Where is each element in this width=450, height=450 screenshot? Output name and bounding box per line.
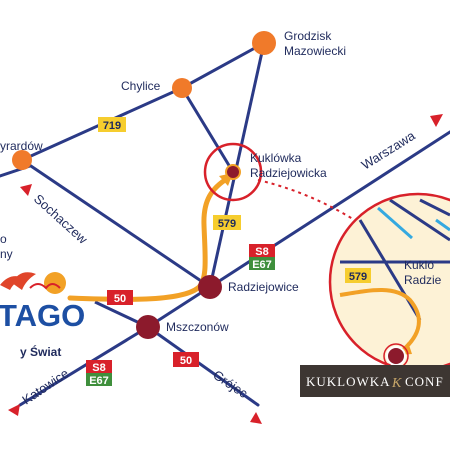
inset-town-line1: Kukló bbox=[404, 258, 434, 272]
palm-leaves-icon bbox=[0, 272, 36, 290]
inset-town-line2: Radzie bbox=[404, 273, 442, 287]
katowice-arrow-icon bbox=[8, 404, 20, 416]
wave-icon bbox=[29, 283, 61, 290]
road-chylice-kuklowka bbox=[180, 86, 235, 174]
kuklowka-marker bbox=[225, 164, 241, 180]
road-719-badge bbox=[98, 117, 126, 132]
sun-icon bbox=[44, 272, 66, 294]
road-579-badge bbox=[213, 215, 241, 230]
e67-top-badge bbox=[249, 257, 275, 270]
grodzisk-label-line2: Mazowiecki bbox=[284, 44, 346, 58]
inset-road-badge bbox=[345, 268, 371, 283]
road-mszczonow-grojec bbox=[146, 325, 260, 407]
town-markers bbox=[12, 31, 276, 339]
kuklowka-label-line1: Kuklówka bbox=[250, 151, 302, 165]
road-579-label: 579 bbox=[218, 218, 236, 230]
logo-side-fragment-1: o bbox=[0, 232, 7, 246]
road-719-label: 719 bbox=[103, 120, 121, 132]
road-grodzisk-radziejowice bbox=[208, 41, 266, 289]
mszczonow-label: Mszczonów bbox=[166, 320, 229, 334]
venue-banner-background bbox=[300, 365, 450, 397]
venue-banner-text-left: KUKLOWKA bbox=[306, 374, 391, 389]
warszawa-direction-label: Warszawa bbox=[359, 128, 419, 173]
road-chylice-grodzisk bbox=[180, 41, 266, 90]
inset-road-badge-label: 579 bbox=[349, 271, 367, 283]
road-zyrardow-radziejowice bbox=[20, 158, 212, 289]
s8-bottom-label: S8 bbox=[92, 362, 105, 374]
kuklowka-target-ring bbox=[203, 142, 263, 202]
zyrardow-marker bbox=[12, 150, 32, 170]
logo-side-fragment-2: ny bbox=[0, 247, 13, 261]
road-50-left-badge bbox=[107, 290, 133, 305]
inset-road-4 bbox=[419, 198, 450, 217]
inset-connector bbox=[257, 179, 359, 223]
road-50-right-badge bbox=[173, 352, 199, 367]
radziejowice-label: Radziejowice bbox=[228, 280, 299, 294]
radziejowice-marker bbox=[198, 275, 222, 299]
grodzisk-marker bbox=[252, 31, 276, 55]
grodzisk-label-line1: Grodzisk bbox=[284, 29, 332, 43]
e67-bottom-badge bbox=[86, 373, 112, 386]
inset-venue-marker bbox=[386, 346, 406, 366]
logo-tagline: y Świat bbox=[20, 344, 61, 359]
katowice-direction-label: Katowice bbox=[19, 366, 71, 408]
logo-wordmark: TAGO bbox=[0, 298, 85, 333]
chylice-label: Chylice bbox=[121, 79, 161, 93]
mszczonow-marker bbox=[136, 315, 160, 339]
inset-road-1 bbox=[358, 219, 422, 321]
venue-banner-text-right: CONF bbox=[405, 374, 444, 389]
venue-banner-monogram-icon: K bbox=[391, 376, 402, 391]
s8-top-label: S8 bbox=[255, 246, 268, 258]
chylice-marker bbox=[172, 78, 192, 98]
kuklowka-label-line2: Radziejowicka bbox=[250, 166, 327, 180]
inset-road-3 bbox=[389, 198, 450, 242]
suntago-logo: o ny TAGO y Świat bbox=[0, 232, 85, 359]
s8-top-badge bbox=[249, 244, 275, 257]
sochaczew-arrow-icon bbox=[20, 184, 32, 196]
warszawa-arrow-icon bbox=[430, 114, 443, 127]
road-mszczonow-katowice bbox=[18, 325, 150, 407]
e67-bottom-label: E67 bbox=[89, 375, 109, 387]
road-badges: 719 579 50 50 S8 E67 S8 E67 bbox=[86, 117, 275, 387]
road-50-right-label: 50 bbox=[180, 355, 192, 367]
zyrardow-label: yrardów bbox=[0, 139, 43, 153]
s8-bottom-badge bbox=[86, 360, 112, 373]
inset-route bbox=[339, 288, 421, 352]
inset-map: 579 Kukló Radzie bbox=[328, 192, 450, 372]
venue-banner: KUKLOWKA K CONF bbox=[300, 365, 450, 397]
road-radziejowice-mszczonow bbox=[146, 285, 212, 329]
grojec-arrow-icon bbox=[250, 412, 262, 424]
inset-water-1 bbox=[377, 206, 413, 240]
road-50-left-label: 50 bbox=[114, 293, 126, 305]
inset-water-2 bbox=[435, 218, 450, 232]
e67-top-label: E67 bbox=[252, 259, 272, 271]
grojec-direction-label: Grójec bbox=[210, 367, 251, 401]
